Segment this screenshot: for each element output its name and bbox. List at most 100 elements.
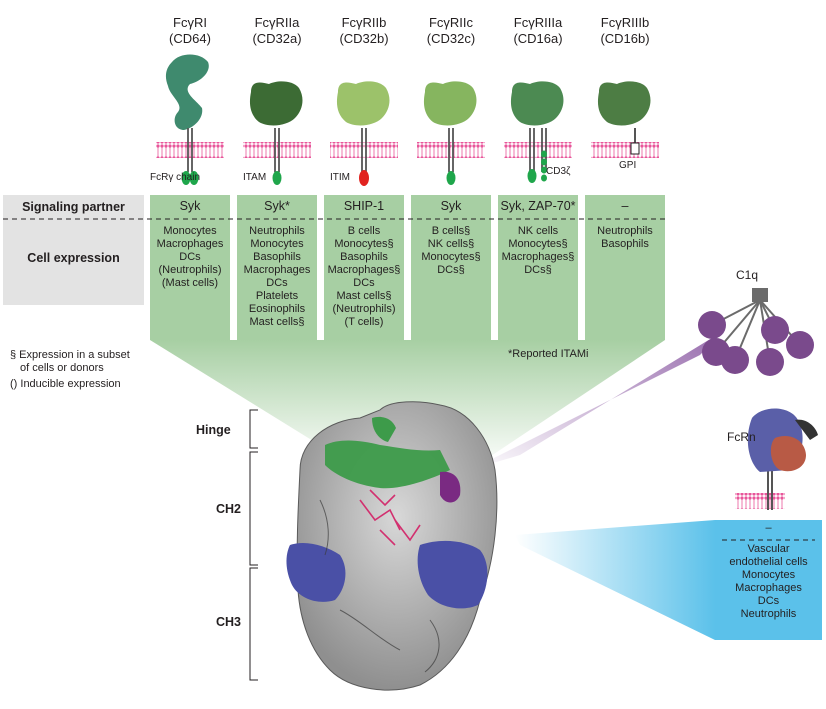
cell-type: Macrophages§ bbox=[327, 264, 401, 276]
expression-cell: B cells§NK cells§Monocytes§DCs§ bbox=[407, 225, 495, 277]
receptor-panel bbox=[585, 195, 665, 340]
cell-type: DCs bbox=[179, 251, 201, 263]
receptor-cd: (CD16b) bbox=[600, 31, 650, 46]
receptor-name: FcγRIIIb bbox=[600, 15, 650, 30]
fcrn-cell-type: endothelial cells bbox=[729, 556, 808, 568]
region-brackets bbox=[249, 409, 258, 681]
receptor-title: FcγRIIc(CD32c) bbox=[406, 15, 496, 47]
c1q-head bbox=[702, 338, 730, 366]
receptor-panel bbox=[150, 195, 230, 340]
receptor-title: FcγRIIb(CD32b) bbox=[319, 15, 409, 47]
cell-type: Macrophages bbox=[243, 264, 311, 276]
cell-type: Macrophages§ bbox=[501, 251, 575, 263]
receptor-cd: (CD64) bbox=[169, 31, 211, 46]
row-label-panel bbox=[3, 195, 144, 305]
fcrn-cell-type: DCs bbox=[757, 595, 780, 607]
fcrn-label: FcRn bbox=[727, 430, 756, 444]
receptor-name: FcγRIIc bbox=[428, 15, 474, 30]
receptor-name: FcγRIIb bbox=[341, 15, 387, 30]
receptor-3-structure bbox=[330, 81, 398, 186]
fcrn-cell-type: Neutrophils bbox=[740, 608, 797, 620]
membrane-label: CD3ζ bbox=[546, 166, 571, 177]
signaling-cell: – bbox=[621, 199, 629, 213]
expression-legend: § Expression in a subset of cells or don… bbox=[10, 349, 130, 391]
membrane-label: ITIM bbox=[330, 172, 350, 183]
cell-type: Platelets bbox=[255, 290, 299, 302]
cell-type: B cells§ bbox=[431, 225, 471, 237]
c1q-head bbox=[756, 348, 784, 376]
fcrn-structure bbox=[735, 408, 818, 510]
blue-fan bbox=[515, 520, 715, 640]
cell-type: Mast cells§ bbox=[336, 290, 392, 302]
cell-type: (Neutrophils) bbox=[158, 264, 222, 276]
receptor-name: FcγRIIa bbox=[254, 15, 300, 30]
c1q-label: C1q bbox=[736, 268, 759, 282]
c1q-head bbox=[698, 311, 726, 339]
receptor-cd: (CD32a) bbox=[252, 31, 302, 46]
cell-type: NK cells bbox=[517, 225, 559, 237]
signaling-cell: Syk bbox=[440, 199, 462, 213]
region-hinge: Hinge bbox=[196, 423, 231, 437]
cell-type: Basophils bbox=[253, 251, 301, 263]
c1q-structure bbox=[698, 288, 814, 376]
c1q-head bbox=[761, 316, 789, 344]
membrane-label: ITAM bbox=[243, 172, 267, 183]
cell-type: DCs§ bbox=[437, 264, 465, 276]
cell-type: Macrophages bbox=[156, 238, 224, 250]
receptor-cd: (CD32b) bbox=[339, 31, 389, 46]
membrane-label: GPI bbox=[619, 160, 637, 171]
receptor-title: FcγRI(CD64) bbox=[145, 15, 235, 47]
receptor-title: FcγRIIa(CD32a) bbox=[232, 15, 322, 47]
igg-fc-structure bbox=[286, 401, 498, 691]
receptor-name: FcγRIIIa bbox=[513, 15, 563, 30]
row-label-expression: Cell expression bbox=[27, 251, 120, 265]
cell-type: Basophils bbox=[601, 238, 649, 250]
cell-type: Neutrophils bbox=[597, 225, 653, 237]
membrane-label: FcRγ chain bbox=[150, 172, 201, 183]
receptor-cd: (CD16a) bbox=[513, 31, 563, 46]
cell-type: Basophils bbox=[340, 251, 388, 263]
cell-type: NK cells§ bbox=[427, 238, 475, 250]
fcrn-cell-type: Monocytes bbox=[741, 569, 796, 581]
receptor-structures bbox=[156, 54, 659, 186]
legend-subset-line2: of cells or donors bbox=[20, 362, 104, 374]
c1q-head bbox=[786, 331, 814, 359]
receptor-panel bbox=[411, 195, 491, 340]
cell-type: Monocytes§ bbox=[421, 251, 481, 263]
region-ch2: CH2 bbox=[216, 502, 242, 516]
receptor-1-structure bbox=[156, 54, 224, 185]
signaling-cell: SHIP-1 bbox=[343, 199, 385, 213]
reported-itami-note: *Reported ITAMi bbox=[508, 348, 589, 360]
receptor-title: FcγRIIIb(CD16b) bbox=[580, 15, 670, 47]
legend-inducible: () Inducible expression bbox=[10, 378, 121, 390]
cell-type: Eosinophils bbox=[248, 303, 306, 315]
cell-type: Monocytes bbox=[250, 238, 304, 250]
cell-type: DCs bbox=[266, 277, 288, 289]
receptor-title: FcγRIIIa(CD16a) bbox=[493, 15, 583, 47]
cell-type: (Mast cells) bbox=[161, 277, 219, 289]
receptor-2-structure bbox=[243, 81, 311, 185]
cell-type: Monocytes bbox=[163, 225, 217, 237]
cell-type: Neutrophils bbox=[249, 225, 305, 237]
cell-type: (Neutrophils) bbox=[332, 303, 396, 315]
fcrn-signaling: – bbox=[765, 522, 772, 534]
cell-type: B cells bbox=[347, 225, 381, 237]
receptor-name: FcγRI bbox=[173, 15, 207, 30]
fcrn-cell-type: Vascular bbox=[747, 543, 790, 555]
row-label-signaling: Signaling partner bbox=[22, 200, 125, 214]
cell-type: DCs bbox=[353, 277, 375, 289]
cell-type: Monocytes§ bbox=[334, 238, 394, 250]
receptor-6-structure bbox=[591, 81, 659, 158]
signaling-cell: Syk bbox=[179, 199, 201, 213]
fcrn-cell-type: Macrophages bbox=[735, 582, 802, 594]
cell-type: DCs§ bbox=[524, 264, 552, 276]
signaling-cell: Syk* bbox=[264, 199, 290, 213]
